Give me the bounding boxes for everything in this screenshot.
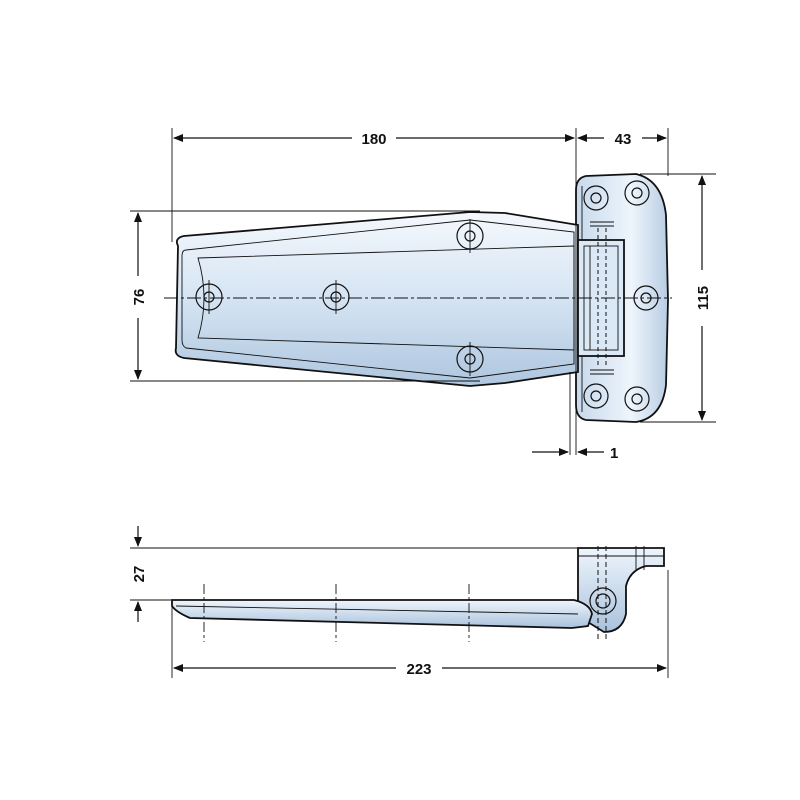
screw-hole [456, 219, 484, 253]
dim-overall-length: 223 [406, 661, 431, 678]
screw-hole [633, 285, 659, 311]
hinge-pin [589, 587, 617, 615]
dim-leaf-length: 180 [361, 131, 386, 148]
screw-hole [583, 185, 609, 211]
screw-hole [456, 342, 484, 376]
side-dimensions: 27 223 [130, 526, 669, 678]
screw-hole [583, 383, 609, 409]
side-view [171, 546, 665, 642]
top-dimensions: 180 43 76 115 1 [130, 128, 716, 462]
screw-holes [195, 180, 659, 412]
dim-leaf-height: 76 [131, 289, 148, 306]
side-flange [577, 547, 665, 633]
dim-offset-height: 27 [131, 566, 148, 583]
screw-hole [624, 386, 650, 412]
side-leaf [171, 599, 593, 629]
dim-flange-height: 115 [695, 286, 712, 310]
leaf-rib [197, 245, 575, 351]
screw-hole [624, 180, 650, 206]
top-view [164, 173, 672, 423]
hinge-leaf [174, 211, 579, 387]
dim-flange-width: 43 [615, 131, 632, 148]
screw-hole [322, 280, 350, 314]
dim-gap: 1 [610, 445, 618, 462]
screw-hole [195, 280, 223, 314]
